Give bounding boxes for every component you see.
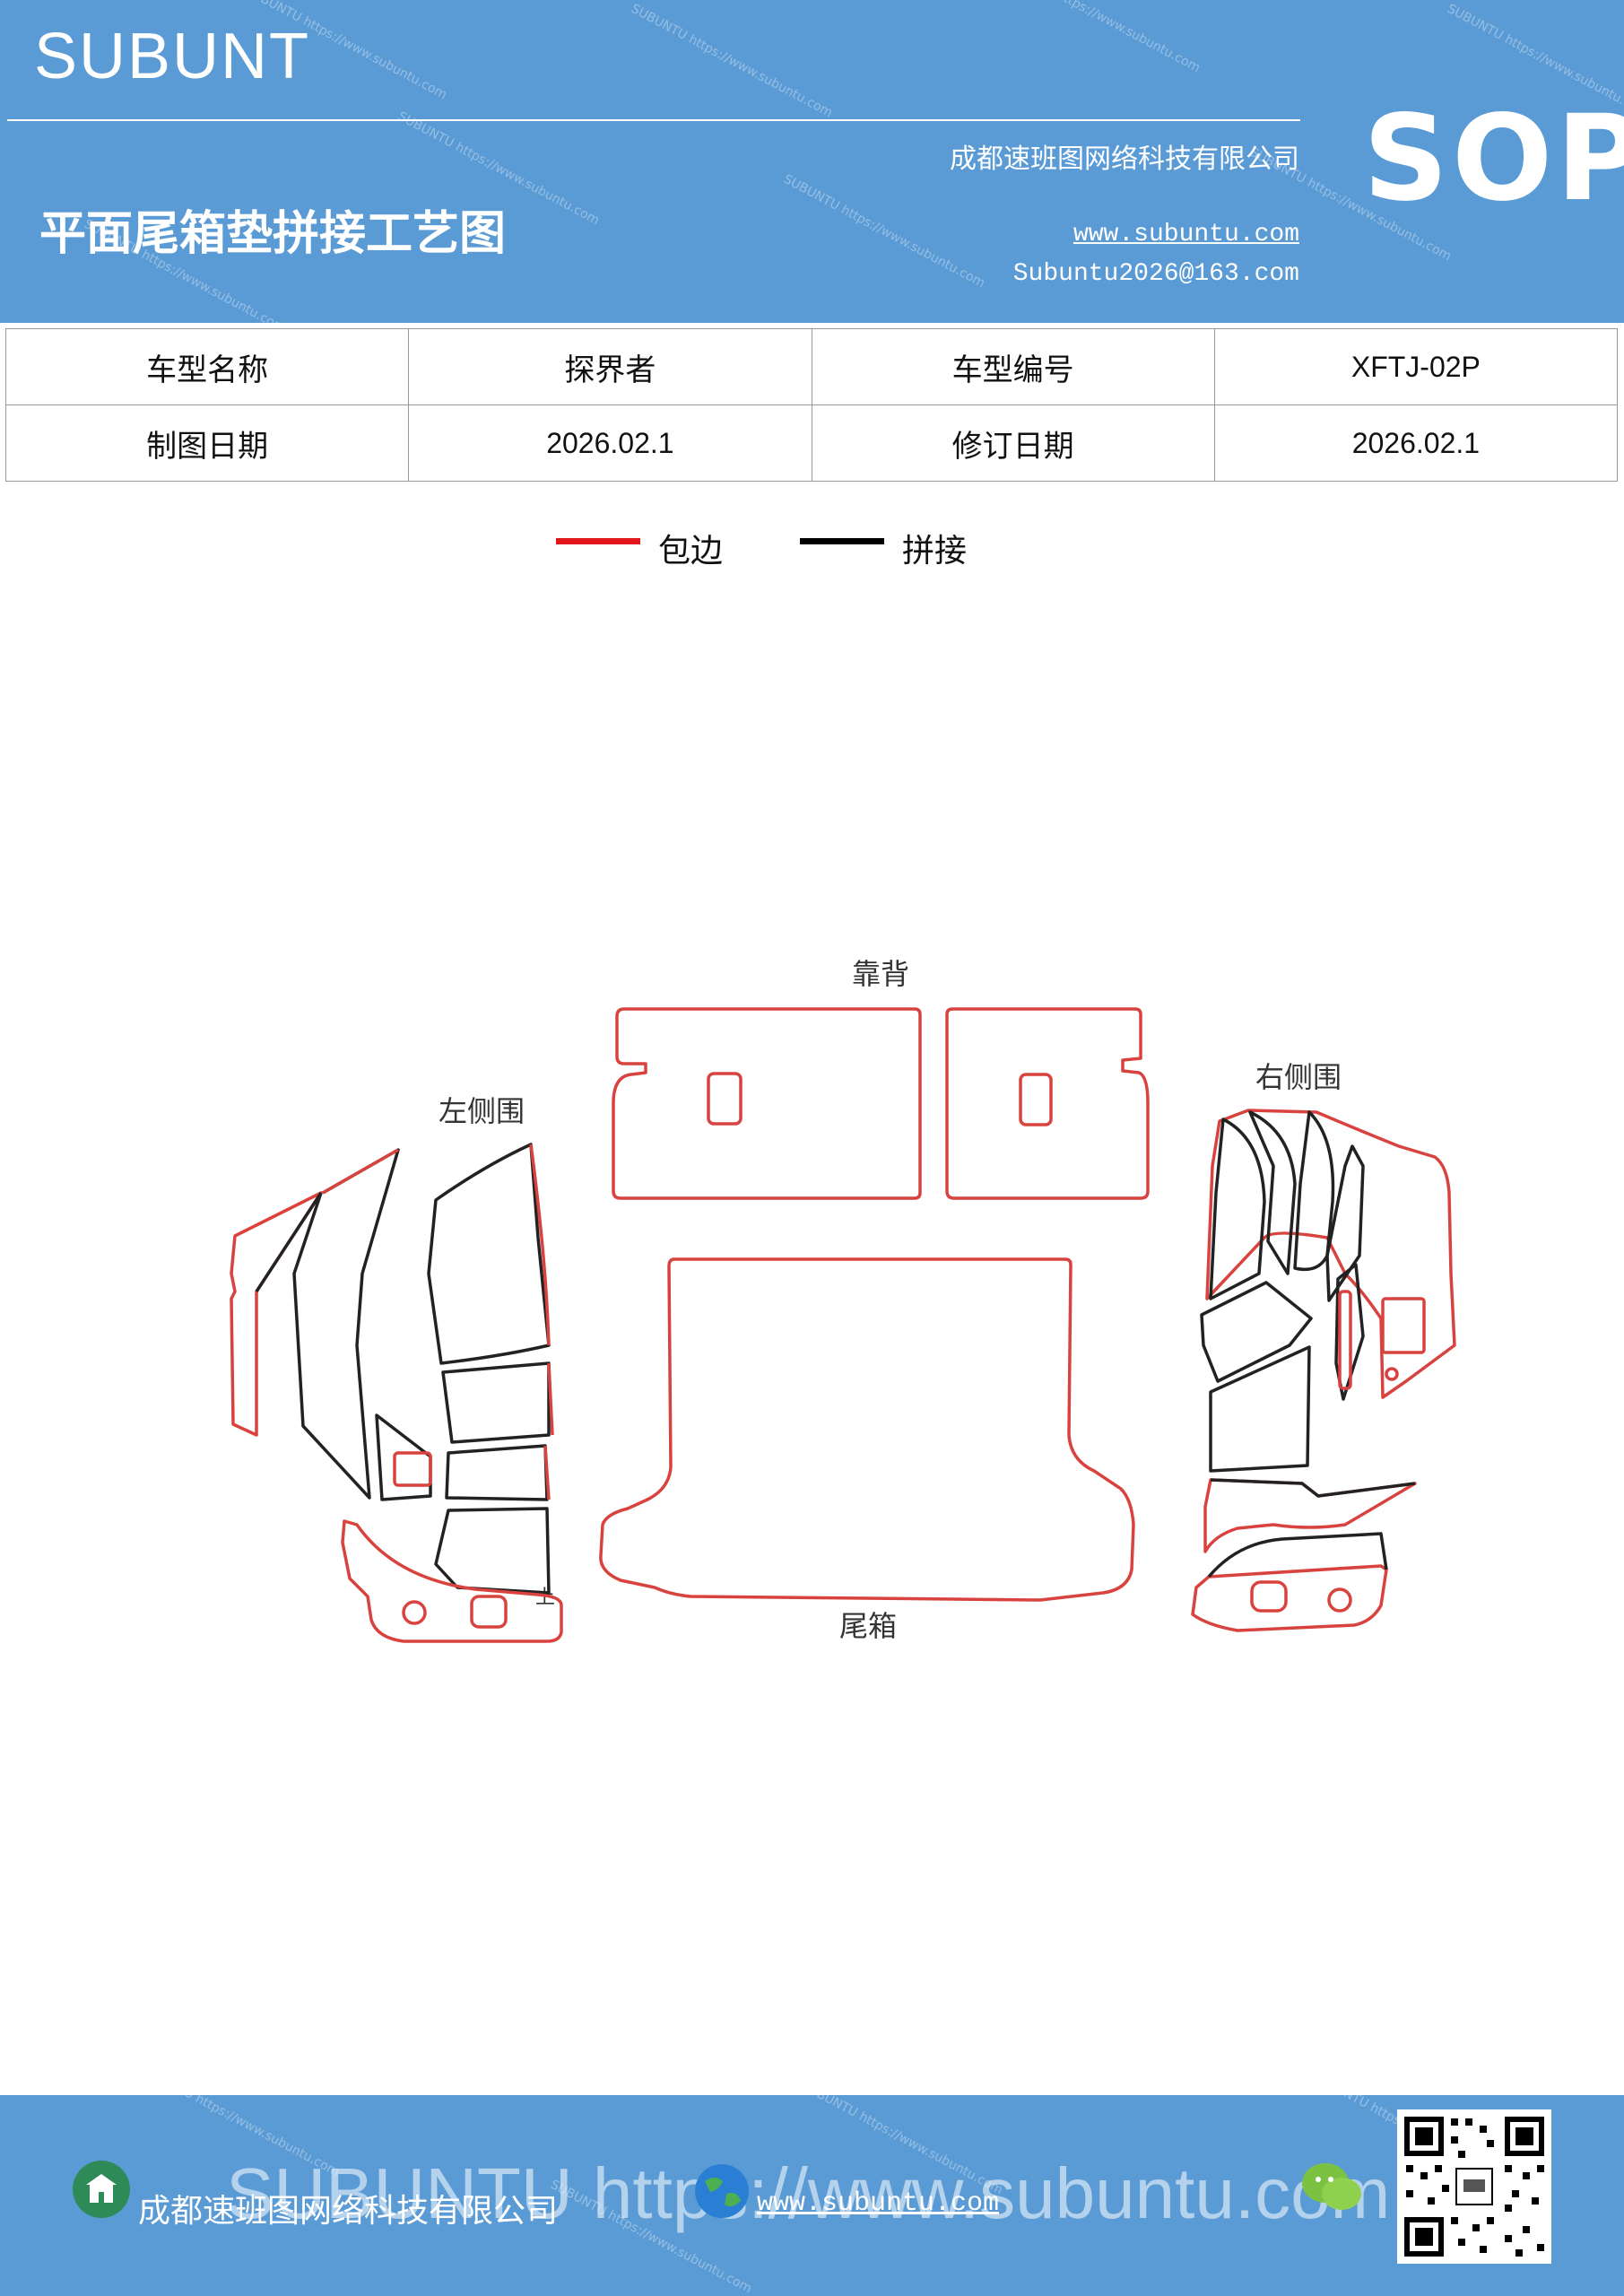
footer-website-link[interactable]: www.subuntu.com [757, 2188, 1000, 2219]
page-title: 平面尾箱垫拼接工艺图 [39, 206, 507, 261]
backrest-left-cutout [707, 1072, 743, 1126]
label-model-name: 车型名称 [4, 328, 410, 405]
splice-line [1210, 1478, 1416, 1498]
backrest-right-outline [945, 1007, 1150, 1200]
left-middle-panel-2 [445, 1444, 549, 1501]
label-right-side: 右侧围 [1255, 1060, 1342, 1094]
legend-swatch-edging [556, 538, 640, 544]
left-lower-panel [434, 1507, 551, 1595]
label-model-code: 车型编号 [811, 328, 1215, 405]
right-bottom-splice [1207, 1532, 1388, 1578]
left-small-cutout [393, 1451, 432, 1487]
right-middle-panel-2 [1209, 1345, 1311, 1473]
brand-name: SUBUNT [34, 21, 311, 92]
right-bottom-hole-2 [1327, 1587, 1352, 1613]
left-upper-panel-edge [529, 1144, 551, 1346]
right-bottom-piece-outline [1191, 1564, 1388, 1632]
left-small-panel [375, 1413, 432, 1501]
value-model-name: 探界者 [408, 328, 812, 405]
company-name: 成都速班图网络科技有限公司 [950, 144, 1299, 175]
right-upper-panel-4 [1325, 1144, 1365, 1302]
value-revision-date: 2026.02.1 [1213, 404, 1619, 482]
right-middle-panel-1 [1200, 1281, 1313, 1383]
footer-banner: SUBUNTU https://www.subuntu.com SUBUNTU … [0, 2095, 1624, 2296]
legend-label-edging: 包边 [658, 533, 724, 570]
legend-label-splice: 拼接 [902, 533, 968, 570]
building-icon [73, 2161, 130, 2218]
left-middle-panel-1 [441, 1361, 551, 1444]
sop-badge: SOP [1363, 90, 1624, 228]
left-upper-panel [427, 1143, 551, 1365]
email-address[interactable]: Subuntu2026@163.com [1012, 260, 1299, 288]
left-bottom-piece-outline [341, 1519, 563, 1643]
left-middle-panel-2-edge [543, 1445, 551, 1500]
backrest-left-outline [612, 1007, 922, 1200]
qr-code[interactable] [1397, 2109, 1551, 2264]
label-revision-date: 修订日期 [811, 404, 1215, 482]
globe-icon [695, 2164, 749, 2218]
left-second-strip-edge [322, 1148, 399, 1195]
left-side-panel [230, 1143, 563, 1643]
backrest-right-cutout [1019, 1073, 1053, 1126]
table-row: 制图日期 2026.02.1 修订日期 2026.02.1 [4, 404, 1619, 482]
label-left-side: 左侧围 [439, 1094, 525, 1128]
right-small-hole [1385, 1367, 1399, 1381]
label-draw-date: 制图日期 [4, 404, 410, 482]
footer-watermark: SUBUNTU https://www.subuntu.com [226, 2153, 1391, 2233]
vehicle-info-table: 车型名称 探界者 车型编号 XFTJ-02P 制图日期 2026.02.1 修订… [4, 328, 1619, 482]
left-bottom-hole-2 [470, 1595, 508, 1629]
right-slot-cutout [1338, 1290, 1352, 1390]
label-trunk: 尾箱 [839, 1609, 897, 1643]
splice-line [255, 1192, 323, 1292]
website-link[interactable]: www.subuntu.com [1073, 221, 1299, 248]
right-upper-panel-1 [1209, 1118, 1266, 1300]
right-bottom-hole-1 [1250, 1580, 1288, 1613]
trunk-floor-outline [599, 1257, 1135, 1602]
value-model-code: XFTJ-02P [1213, 328, 1619, 405]
left-second-strip [292, 1148, 400, 1500]
backrest-left-panel [612, 1007, 922, 1200]
right-side-panel [1191, 1109, 1456, 1632]
label-backrest: 靠背 [852, 957, 909, 991]
backrest-right-panel [945, 1007, 1150, 1200]
left-bottom-hole-1 [402, 1600, 427, 1625]
right-square-cutout [1381, 1297, 1426, 1354]
legend-swatch-splice [800, 538, 884, 544]
legend: 包边 拼接 [0, 520, 1624, 574]
left-middle-panel-1-edge [547, 1362, 554, 1436]
right-lower-panel-outline [1203, 1478, 1417, 1553]
header-divider [7, 119, 1300, 121]
wechat-icon [1302, 2163, 1361, 2210]
right-slot-panel [1334, 1263, 1365, 1401]
header-banner: SUBUNTU https://www.subuntu.com SUBUNTU … [0, 0, 1624, 323]
footer-company-name: 成都速班图网络科技有限公司 [138, 2193, 559, 2230]
table-row: 车型名称 探界者 车型编号 XFTJ-02P [4, 328, 1619, 405]
right-upper-panel-3 [1293, 1110, 1335, 1272]
value-draw-date: 2026.02.1 [408, 404, 812, 482]
right-upper-panel-2 [1248, 1110, 1297, 1275]
